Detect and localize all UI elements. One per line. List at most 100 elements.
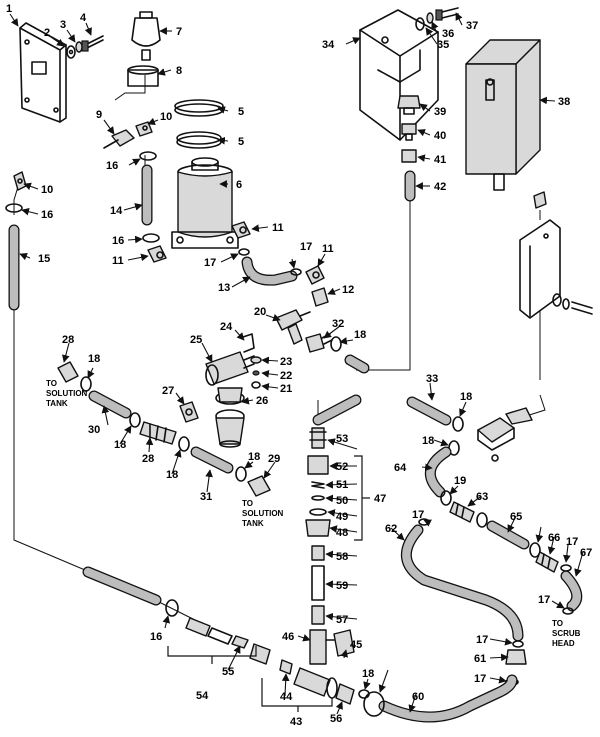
callout-66: 67 <box>580 547 592 559</box>
callout-47: 48 <box>336 527 348 539</box>
part-11-elbow-right <box>231 221 251 239</box>
callout-22: 23 <box>280 356 292 368</box>
part-23-bracket <box>239 333 255 353</box>
callout-18-e: 18 <box>354 329 366 341</box>
part-50-spring <box>311 481 325 489</box>
note-to-solution-tank-mid: TO SOLUTION TANK <box>242 499 284 528</box>
assembly-bracket-46 <box>354 455 370 541</box>
callout-19: 20 <box>254 306 266 318</box>
part-11-elbow-mid <box>305 265 325 285</box>
callout-4: 4 <box>80 12 87 24</box>
callout-17-e: 17 <box>538 594 550 606</box>
callout-17-c: 17 <box>412 509 424 521</box>
part-26-elbow <box>179 401 199 423</box>
assembly-bracket-53 <box>167 646 257 664</box>
part-61-hose <box>400 524 524 642</box>
part-59-hose <box>378 674 518 723</box>
part-18-clamp-left-a <box>80 376 92 392</box>
right-bracket <box>519 191 593 319</box>
note-line: TO <box>46 379 57 388</box>
part-60-fitting <box>505 649 527 665</box>
part-44-valve <box>333 629 355 657</box>
part-17-oring-55 <box>358 689 370 699</box>
callout-36: 37 <box>466 20 478 32</box>
part-20-screw <box>251 381 261 389</box>
part-11-elbow-lower <box>147 245 167 263</box>
part-52-barb <box>309 427 327 449</box>
part-57-barb <box>311 545 325 561</box>
callout-18-d: 18 <box>248 451 260 463</box>
callout-32: 33 <box>426 373 438 385</box>
note-to-scrub-head: TO SCRUB HEAD <box>552 619 581 648</box>
part-24-strainer <box>205 351 255 386</box>
callout-27: 28 <box>142 453 154 465</box>
part-52-hose <box>312 394 362 426</box>
callout-16-upper: 16 <box>106 160 118 172</box>
callout-58: 59 <box>336 580 348 592</box>
part-16-clamp-lower <box>142 233 160 243</box>
part-39-fitting <box>401 123 417 141</box>
part-28-elbow-right <box>247 475 271 497</box>
callout-18-h: 19 <box>454 475 466 487</box>
callout-54: 55 <box>222 666 234 678</box>
note-line: TANK <box>46 399 68 408</box>
callout-21: 22 <box>280 370 292 382</box>
part-58-hose <box>311 565 325 601</box>
part-55-fitting <box>335 683 355 705</box>
part-8-clamp <box>127 65 159 87</box>
callout-17-f: 17 <box>476 634 488 646</box>
callout-12: 12 <box>342 284 354 296</box>
callout-18-a: 18 <box>88 353 100 365</box>
callout-16-bottom: 16 <box>150 631 162 643</box>
callout-51: 52 <box>336 461 348 473</box>
callout-9: 9 <box>96 109 102 121</box>
part-30-hose <box>190 446 234 474</box>
callout-18-g: 18 <box>422 435 434 447</box>
note-line: SOLUTION <box>242 509 284 518</box>
callout-43: 44 <box>280 691 293 703</box>
note-line: HEAD <box>552 639 575 648</box>
assembly-bracket-42 <box>261 678 333 712</box>
part-47-cap <box>305 519 331 537</box>
callout-63: 64 <box>394 462 407 474</box>
callout-61: 62 <box>385 523 397 535</box>
callout-6: 6 <box>236 179 242 191</box>
callout-38: 39 <box>434 106 446 118</box>
part-18-clamp-62a <box>440 490 452 506</box>
part-21-washer <box>252 370 260 376</box>
right-valve <box>477 407 533 462</box>
callout-39: 40 <box>434 130 446 142</box>
callout-18-c: 18 <box>166 469 178 481</box>
callout-42: 43 <box>290 716 302 728</box>
part-27-tee <box>139 421 177 445</box>
callout-labels: 1 2 3 4 5 5 6 7 8 9 10 10 11 11 11 12 13… <box>6 3 592 728</box>
callout-41: 42 <box>434 181 446 193</box>
part-29-hose <box>88 390 132 419</box>
callout-11-mid: 11 <box>322 243 334 255</box>
callout-65: 66 <box>548 532 560 544</box>
part-12-barb <box>311 287 329 307</box>
part-32-hose <box>344 354 452 426</box>
part-43-42-fittings <box>279 659 338 699</box>
note-line: TANK <box>242 519 264 528</box>
part-38-knob <box>397 95 421 115</box>
callout-37: 38 <box>558 96 570 108</box>
part-62-barb <box>449 501 475 523</box>
part-18-clamp-left-b <box>129 412 141 428</box>
part-31-barb <box>305 333 333 353</box>
part-18-clamp-31 <box>330 336 342 352</box>
callout-30: 31 <box>200 491 212 503</box>
part-6-filter <box>171 157 239 249</box>
callout-52: 53 <box>336 433 348 445</box>
callout-3: 3 <box>60 19 66 31</box>
callout-20: 21 <box>280 383 292 395</box>
callout-59: 60 <box>412 691 424 703</box>
callout-25: 26 <box>256 395 268 407</box>
callout-5-upper: 5 <box>238 106 244 118</box>
callout-29: 30 <box>88 424 100 436</box>
part-18-clamp-left-d <box>235 466 247 482</box>
note-line: SCRUB <box>552 629 581 638</box>
callout-1: 1 <box>6 3 12 15</box>
callout-7: 7 <box>176 26 182 38</box>
callout-17-g: 17 <box>474 673 486 685</box>
